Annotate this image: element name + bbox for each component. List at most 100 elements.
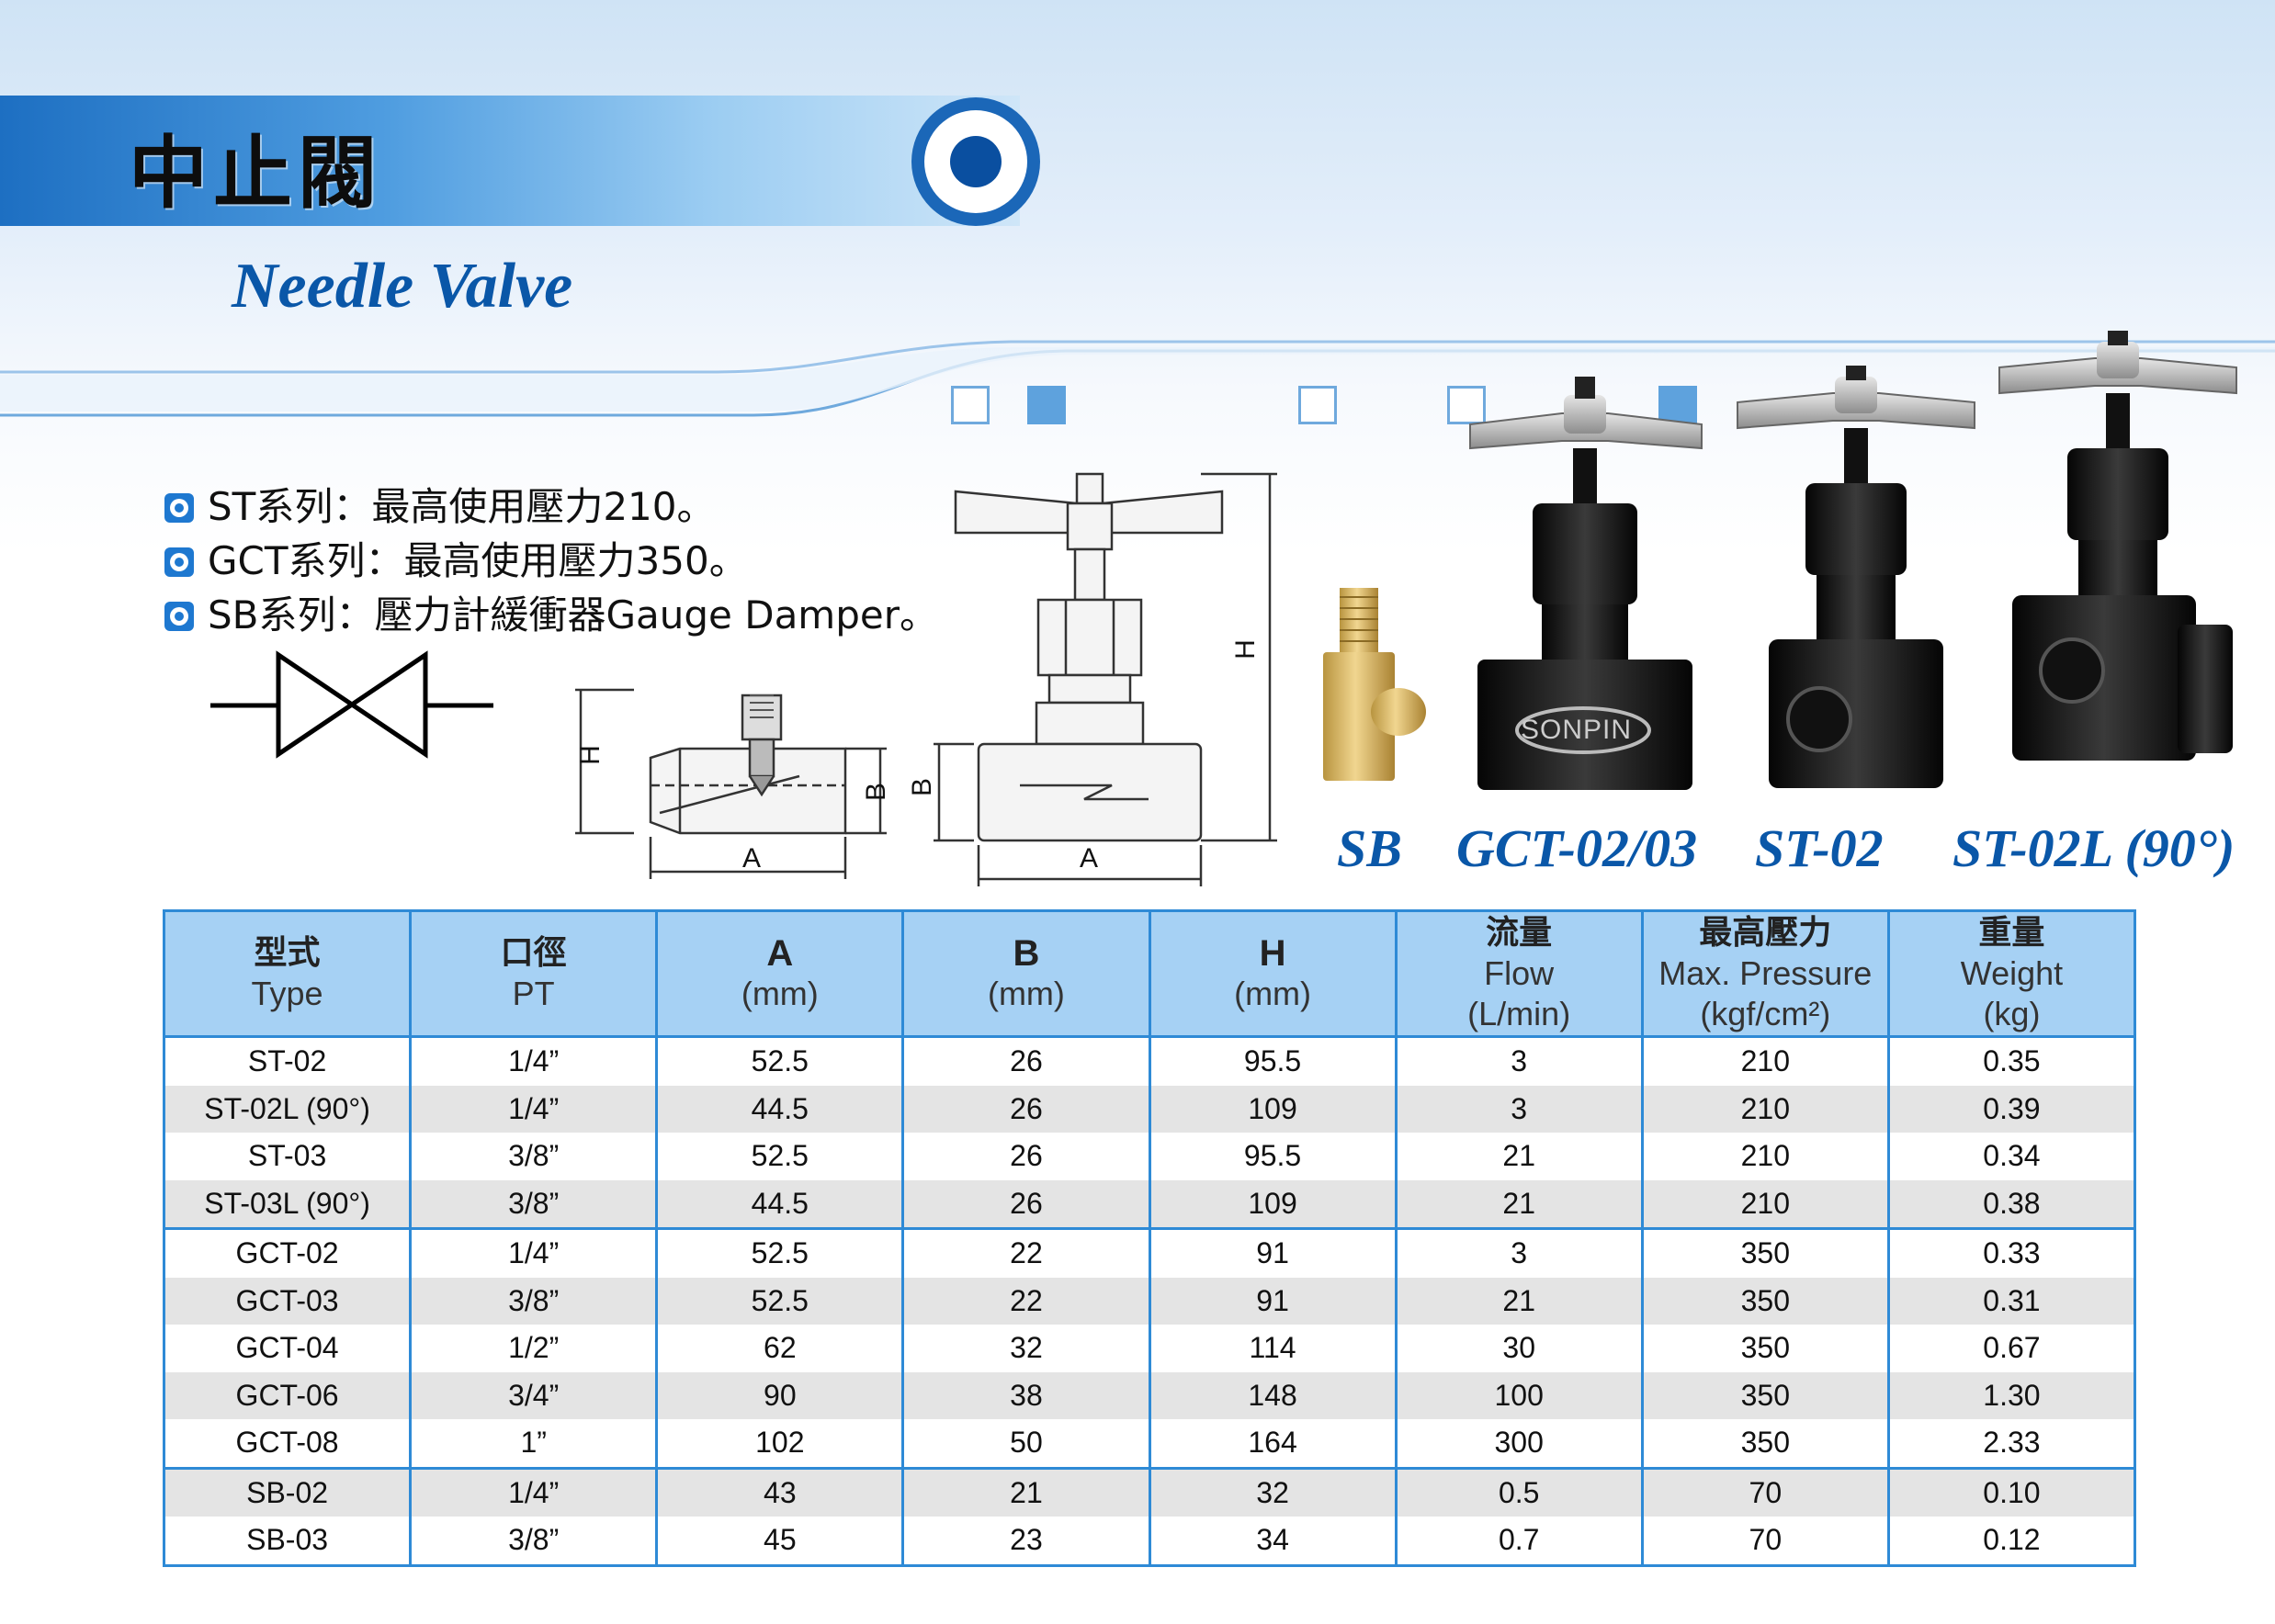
- table-cell: 350: [1640, 1371, 1890, 1419]
- table-cell: 30: [1394, 1325, 1644, 1372]
- table-cell: 95.5: [1148, 1035, 1398, 1086]
- dim-label-b-2: B: [907, 777, 938, 797]
- table-cell: 210: [1640, 1035, 1890, 1086]
- table-cell: 1/4”: [409, 1085, 659, 1133]
- table-cell: 2.33: [1886, 1419, 2137, 1468]
- decor-square: [1447, 386, 1486, 424]
- target-icon: [911, 97, 1040, 226]
- product-label-gct: GCT-02/03: [1456, 818, 1698, 878]
- table-cell: 21: [901, 1466, 1151, 1517]
- table-cell: 21: [1394, 1277, 1644, 1325]
- table-cell: 0.12: [1886, 1517, 2137, 1565]
- decor-square: [1027, 386, 1066, 424]
- table-cell: GCT-03: [162, 1277, 413, 1325]
- decor-square: [1298, 386, 1337, 424]
- table-cell: SB-03: [162, 1517, 413, 1565]
- table-cell: ST-02: [162, 1035, 413, 1086]
- table-cell: GCT-02: [162, 1227, 413, 1278]
- table-cell: 52.5: [655, 1133, 905, 1180]
- table-cell: 43: [655, 1466, 905, 1517]
- col-header-b: B(mm): [901, 910, 1151, 1037]
- table-cell: 350: [1640, 1419, 1890, 1468]
- note-text: SB系列：壓力計緩衝器Gauge Damper。: [208, 592, 938, 637]
- note-st-series: ST系列：最高使用壓力210。: [164, 476, 715, 532]
- table-cell: 3/8”: [409, 1277, 659, 1325]
- table-cell: SB-02: [162, 1466, 413, 1517]
- table-cell: 45: [655, 1517, 905, 1565]
- table-cell: 350: [1640, 1325, 1890, 1372]
- table-cell: GCT-08: [162, 1419, 413, 1468]
- table-cell: 0.67: [1886, 1325, 2137, 1372]
- table-cell: 102: [655, 1419, 905, 1468]
- table-cell: 52.5: [655, 1227, 905, 1278]
- table-cell: 0.10: [1886, 1466, 2137, 1517]
- table-cell: 0.39: [1886, 1085, 2137, 1133]
- brand-logo: SONPIN: [1521, 715, 1633, 745]
- drawing-sb-damper: [575, 688, 887, 879]
- table-cell: ST-02L (90°): [162, 1085, 413, 1133]
- table-cell: 210: [1640, 1179, 1890, 1229]
- table-cell: 95.5: [1148, 1133, 1398, 1180]
- valve-symbol-icon: [210, 650, 493, 759]
- note-sb-series: SB系列：壓力計緩衝器Gauge Damper。: [164, 584, 938, 640]
- table-cell: 21: [1394, 1179, 1644, 1229]
- table-cell: 1.30: [1886, 1371, 2137, 1419]
- page-subtitle: Needle Valve: [232, 251, 573, 321]
- table-cell: 91: [1148, 1277, 1398, 1325]
- table-cell: 26: [901, 1035, 1151, 1086]
- table-cell: 70: [1640, 1466, 1890, 1517]
- table-cell: 3: [1394, 1085, 1644, 1133]
- table-cell: 0.7: [1394, 1517, 1644, 1565]
- table-cell: ST-03L (90°): [162, 1179, 413, 1229]
- table-cell: 32: [901, 1325, 1151, 1372]
- table-cell: 26: [901, 1133, 1151, 1180]
- table-cell: 1/4”: [409, 1466, 659, 1517]
- st02l-valve-image: [1998, 331, 2237, 761]
- table-cell: 44.5: [655, 1179, 905, 1229]
- table-cell: 1/2”: [409, 1325, 659, 1372]
- dim-label-a: A: [742, 843, 762, 874]
- table-cell: 50: [901, 1419, 1151, 1468]
- table-cell: 26: [901, 1085, 1151, 1133]
- gct-valve-image: [1469, 377, 1703, 790]
- table-cell: 1/4”: [409, 1227, 659, 1278]
- drawing-st-valve: [934, 472, 1277, 886]
- dim-label-b: B: [861, 782, 892, 802]
- page-title: 中止閥: [129, 128, 382, 220]
- note-text: ST系列：最高使用壓力210。: [208, 484, 716, 529]
- note-text: GCT系列：最高使用壓力350。: [208, 538, 748, 583]
- table-cell: 109: [1148, 1085, 1398, 1133]
- product-label-st02: ST-02: [1755, 818, 1884, 878]
- table-cell: 3: [1394, 1227, 1644, 1278]
- table-cell: 300: [1394, 1419, 1644, 1468]
- col-header-a: A(mm): [655, 910, 905, 1037]
- note-gct-series: GCT系列：最高使用壓力350。: [164, 530, 748, 586]
- bullet-icon: [164, 602, 194, 631]
- table-cell: 3/8”: [409, 1517, 659, 1565]
- bullet-icon: [164, 493, 194, 523]
- bullet-icon: [164, 547, 194, 577]
- table-cell: 21: [1394, 1133, 1644, 1180]
- decorative-wave: [0, 340, 2275, 417]
- table-cell: 164: [1148, 1419, 1398, 1468]
- table-cell: 350: [1640, 1277, 1890, 1325]
- title-banner: [0, 96, 1020, 226]
- table-cell: 44.5: [655, 1085, 905, 1133]
- dim-label-a-2: A: [1080, 843, 1099, 874]
- table-cell: 3: [1394, 1035, 1644, 1086]
- table-cell: 52.5: [655, 1277, 905, 1325]
- st02-valve-image: [1737, 366, 1975, 788]
